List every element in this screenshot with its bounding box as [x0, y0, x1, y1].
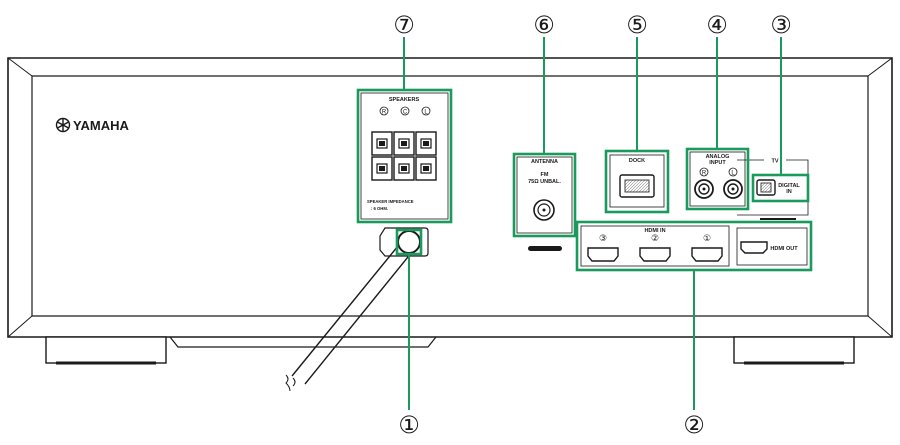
speaker-terminal: [371, 156, 393, 181]
dock-terminal: DOCK: [609, 154, 665, 208]
speaker-terminal: [393, 156, 415, 181]
antenna-title: ANTENNA: [531, 159, 558, 165]
hdmi-out-label: HDMI OUT: [770, 246, 798, 252]
hdmi-in-3-label: ③: [599, 233, 607, 243]
analog-title-line2: INPUT: [709, 160, 726, 166]
hdmi-in-title: HDMI IN: [644, 228, 665, 234]
callout-2: ②: [683, 412, 705, 439]
analog-channel-r: R: [702, 171, 707, 177]
speaker-impedance-line2: : 6 OHM.: [371, 206, 388, 211]
speaker-impedance-line1: SPEAKER IMPEDANCE: [367, 199, 414, 204]
analog-channel-l: L: [731, 171, 735, 177]
analog-title-line1: ANALOG: [706, 154, 730, 160]
speaker-terminal: [415, 131, 437, 156]
tv-title: TV: [771, 159, 778, 165]
power-cord: [285, 227, 429, 392]
speaker-terminal: [393, 131, 415, 156]
speakers-terminal-block: SPEAKERS R C L SPEAKER IMPEDANCE : 6 OHM…: [360, 92, 449, 220]
analog-input-terminal: ANALOG INPUT R L: [689, 151, 746, 207]
callout-6: ⑥: [533, 12, 555, 39]
speaker-channel-c: C: [403, 110, 408, 116]
hdmi-out-terminal: HDMI OUT: [736, 227, 808, 266]
hdmi-in-1-label: ①: [703, 233, 711, 243]
hdmi-in-2-label: ②: [651, 233, 659, 243]
speaker-channel-r: R: [382, 110, 387, 116]
yamaha-logo: YAMAHA: [55, 117, 129, 133]
callout-5: ⑤: [626, 12, 648, 39]
callout-7: ⑦: [393, 12, 415, 39]
dock-title: DOCK: [629, 158, 645, 164]
callout-1: ①: [398, 412, 420, 439]
hdmi-in-terminals: HDMI IN ③ ② ①: [580, 225, 730, 267]
tv-section: TV DIGITAL IN: [737, 159, 809, 220]
speakers-title: SPEAKERS: [389, 97, 420, 103]
vent-slot: [528, 246, 562, 251]
antenna-impedance: 75Ω UNBAL.: [528, 179, 561, 185]
callout-3: ③: [770, 12, 792, 39]
speaker-terminals: [371, 131, 437, 181]
speaker-terminal: [415, 156, 437, 181]
left-foot: [45, 336, 167, 365]
brand-name: YAMAHA: [73, 118, 129, 133]
callout-4: ④: [706, 12, 728, 39]
antenna-terminal: ANTENNA FM 75Ω UNBAL.: [516, 156, 573, 234]
speaker-terminal: [371, 131, 393, 156]
right-foot: [733, 336, 855, 365]
digital-in-line1: DIGITAL: [778, 183, 800, 189]
callout-leaders: [403, 37, 782, 410]
antenna-fm: FM: [541, 172, 549, 178]
digital-in-line2: IN: [786, 189, 792, 195]
speaker-channel-l: L: [424, 110, 428, 116]
